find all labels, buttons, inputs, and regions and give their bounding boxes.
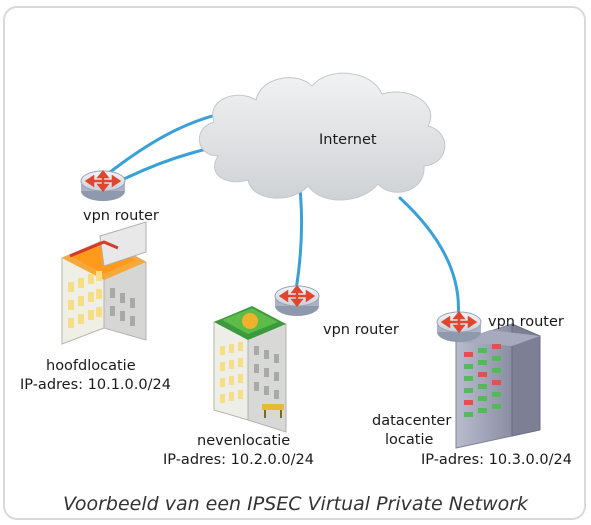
- main-site-name: hoofdlocatie: [46, 358, 136, 374]
- router-datacenter-icon: [436, 310, 482, 342]
- link-datacenter: [398, 196, 460, 320]
- router-branch-icon: [274, 284, 320, 316]
- router-main-label: vpn router: [83, 208, 159, 224]
- router-main-icon: [80, 169, 126, 201]
- datacenter-site-name-line1: datacenter: [372, 413, 452, 429]
- branch-site-ip: IP-adres: 10.2.0.0/24: [163, 452, 314, 468]
- datacenter-site-ip: IP-adres: 10.3.0.0/24: [421, 452, 572, 468]
- internet-cloud: [198, 72, 446, 201]
- diagram-caption: Voorbeeld van een IPSEC Virtual Private …: [62, 493, 529, 515]
- internet-label: Internet: [319, 132, 377, 148]
- router-branch-label: vpn router: [323, 322, 399, 338]
- main-site-ip: IP-adres: 10.1.0.0/24: [20, 377, 171, 393]
- branch-site-name: nevenlocatie: [197, 433, 291, 449]
- datacenter-site-name-line2: locatie: [385, 432, 434, 448]
- router-datacenter-label: vpn router: [488, 314, 564, 330]
- datacenter-building-icon: [455, 323, 541, 449]
- branch-building-icon: [213, 306, 287, 433]
- main-building-icon: [61, 221, 147, 345]
